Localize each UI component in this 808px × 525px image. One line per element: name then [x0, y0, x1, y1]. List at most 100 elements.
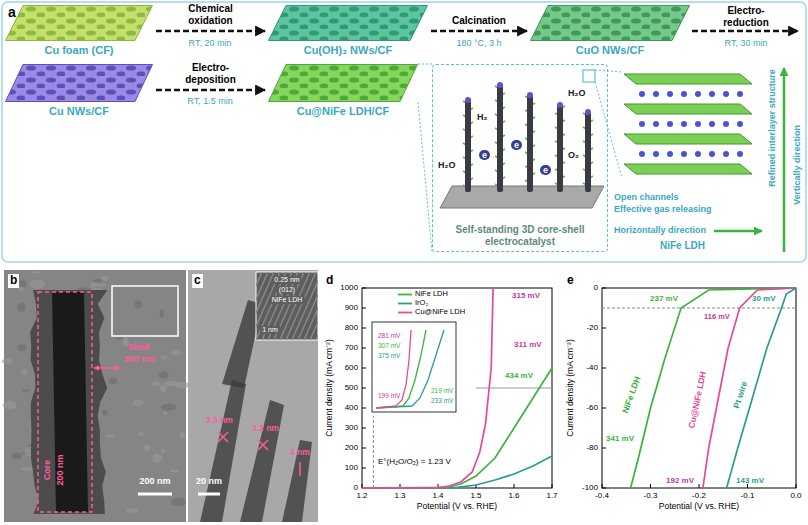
- tem-texture: [133, 399, 143, 406]
- figure-label: 4 nm: [290, 448, 310, 458]
- process-arrow: [692, 30, 798, 33]
- figure-label: -0.1: [741, 491, 755, 500]
- reference-line: [476, 388, 552, 389]
- tem-texture: [30, 280, 45, 290]
- tem-texture: [101, 276, 109, 281]
- nanowire: [200, 380, 246, 522]
- interlayer-ion: [681, 91, 687, 97]
- figure-label: 200 nm: [139, 476, 170, 486]
- figure-label: -40: [586, 363, 598, 372]
- tick: [699, 484, 700, 488]
- box-caption: Self-standing 3D core-shell electrocatal…: [437, 224, 603, 247]
- figure-label: E°(H₂O/O₂) = 1.23 V: [378, 457, 451, 466]
- figure-label: -0.3: [644, 491, 658, 500]
- direction-arrow: [783, 68, 786, 252]
- sample-stage: CuO NWs/CF: [530, 5, 690, 57]
- pt-curve: [727, 288, 796, 488]
- measure-mark: [258, 440, 268, 450]
- figure-label: 800: [345, 323, 358, 332]
- tick: [362, 288, 366, 289]
- core: [52, 292, 88, 512]
- foam-sheet: [531, 6, 690, 41]
- figure-label: Current density (mA cm⁻²): [566, 339, 576, 436]
- tem-texture: [171, 498, 185, 506]
- cunife-curve: [362, 288, 493, 488]
- tick: [602, 448, 606, 449]
- figure-label: NiFe LDH: [270, 296, 305, 304]
- foam-sheet: [6, 65, 153, 102]
- shell: [30, 290, 107, 514]
- tem-texture: [2, 358, 13, 364]
- figure-label: -60: [586, 403, 598, 412]
- tick: [362, 448, 366, 449]
- stage-caption: CuO NWs/CF: [530, 44, 690, 57]
- figure-label: 180 °C, 3 h: [456, 38, 501, 48]
- tem-texture: [163, 411, 168, 414]
- figure-label: H₂O: [568, 88, 586, 98]
- figure-label: 1.7: [546, 491, 557, 500]
- figure-label: 600: [345, 363, 358, 372]
- ldh-layer: [624, 164, 752, 174]
- figure-label: Refined interlayer structure: [767, 69, 777, 187]
- figure-label: a: [8, 4, 16, 20]
- foam-sheet: [269, 6, 428, 41]
- figure-label: Vertically direction: [792, 125, 802, 205]
- figure-label: -80: [586, 443, 598, 452]
- tick: [362, 308, 366, 309]
- foam-image: [268, 64, 418, 102]
- tick: [362, 388, 366, 389]
- figure-label: 219 mV: [431, 387, 453, 394]
- lattice-fringe: [310, 272, 318, 340]
- measure-mark: [299, 462, 301, 476]
- zoom-line: [418, 64, 432, 65]
- figure-label: 0: [354, 483, 358, 492]
- legend-swatch: [398, 303, 412, 305]
- tem-image: [4, 270, 186, 522]
- process-label: Chemical oxidation: [178, 3, 244, 26]
- figure-label: Cu@NiFe LDH: [687, 371, 709, 430]
- figure-label: 20 nm: [196, 476, 222, 486]
- tem-image: [188, 270, 318, 522]
- figure-label: 143 mV: [736, 476, 764, 485]
- tick: [514, 484, 515, 488]
- tem-texture: [17, 302, 26, 311]
- figure-label: 375 mV: [378, 352, 400, 359]
- zoom-line: [595, 70, 622, 72]
- interlayer-ion: [737, 121, 743, 127]
- inset-curve: [376, 330, 426, 408]
- lattice: [256, 272, 318, 340]
- figure-label: 1.2: [356, 491, 367, 500]
- interlayer-ion: [667, 151, 673, 157]
- foam-sheet: [269, 65, 418, 102]
- figure-label: 350 nm: [124, 354, 155, 364]
- figure-label: 233 mV: [431, 397, 453, 404]
- figure-label: O₂: [568, 150, 579, 160]
- figure-label: c: [192, 274, 203, 288]
- figure-label: 1.6: [508, 491, 519, 500]
- process-arrow: [156, 30, 265, 33]
- tick: [602, 408, 606, 409]
- interlayer-ion: [653, 91, 659, 97]
- figure-label: 0: [594, 283, 598, 292]
- figure-label: 116 mV: [704, 313, 730, 322]
- zoom-box: [112, 286, 178, 336]
- interlayer-ion: [709, 151, 715, 157]
- wire-tip: [465, 97, 471, 103]
- tem-texture: [160, 385, 167, 392]
- figure-label: 3.3 nm: [206, 416, 233, 426]
- inset-frame: [372, 322, 456, 412]
- foam-sheet: [6, 6, 153, 41]
- stage-caption: Cu@NiFe LDH/CF: [268, 105, 418, 118]
- tick: [796, 484, 797, 488]
- figure-label: 3.2 nm: [252, 424, 279, 434]
- tick: [362, 468, 366, 469]
- tem-texture: [143, 444, 150, 451]
- figure-label: RT, 1.5 min: [187, 96, 232, 106]
- inset-curve: [376, 330, 444, 408]
- sample-stage: Cu foam (CF): [5, 5, 153, 57]
- figure-label: -100: [582, 483, 598, 492]
- tem-texture: [138, 432, 144, 436]
- tem-texture: [135, 301, 142, 309]
- interlayer-ion: [639, 91, 645, 97]
- tem-texture: [30, 271, 41, 274]
